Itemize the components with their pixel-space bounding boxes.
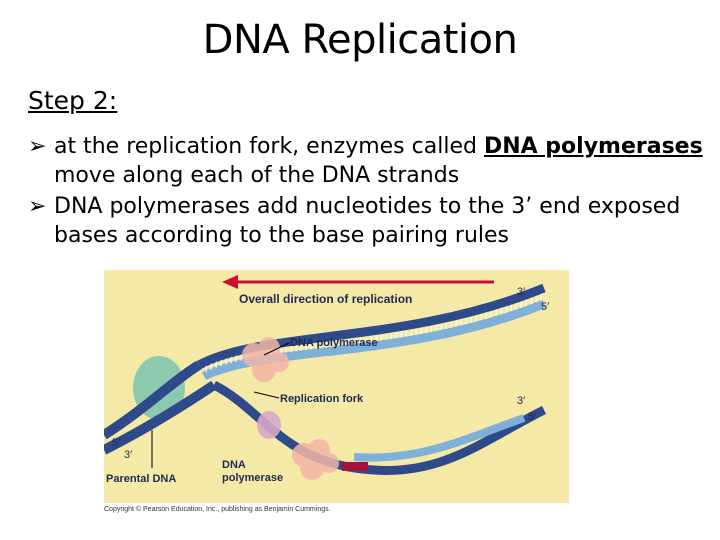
- leading-strand-template: [196, 283, 546, 369]
- fork-label: Replication fork: [280, 393, 364, 405]
- polymerase-top-shape: [242, 337, 289, 382]
- arrow-bullet-icon: ➢: [28, 134, 47, 159]
- polymerase-bottom-label-1: DNA: [222, 459, 246, 471]
- step-heading: Step 2:: [28, 86, 118, 115]
- bullet-item-1: ➢ at the replication fork, enzymes calle…: [28, 132, 718, 190]
- polymerase-bottom-label-2: polymerase: [222, 472, 283, 484]
- leading-strand-new: [202, 299, 546, 381]
- end-top-3: 3′: [517, 286, 525, 298]
- rna-primer: [342, 462, 368, 471]
- parental-label: Parental DNA: [106, 473, 176, 485]
- bullet-item-2: ➢ DNA polymerases add nucleotides to the…: [28, 192, 718, 250]
- end-left-5: 5′: [112, 437, 120, 449]
- copyright-text: Copyright © Pearson Education, Inc., pub…: [104, 506, 331, 513]
- bullet-2-text: DNA polymerases add nucleotides to the 3…: [54, 194, 681, 248]
- arrow-bullet-icon: ➢: [28, 194, 47, 219]
- lagging-strand-new: [353, 414, 526, 462]
- clamp-shape: [257, 411, 281, 439]
- direction-label: Overall direction of replication: [239, 292, 412, 306]
- replication-fork-figure: Overall direction of replication DNA pol…: [104, 270, 569, 503]
- end-top-5: 5′: [541, 301, 549, 313]
- end-left-3: 3′: [124, 449, 132, 461]
- slide-title: DNA Replication: [202, 17, 518, 63]
- polymerase-top-label: DNA polymerase: [290, 337, 378, 349]
- bullet-list: ➢ at the replication fork, enzymes calle…: [28, 132, 718, 252]
- bullet-1-text-a: at the replication fork, enzymes called: [54, 134, 484, 159]
- bullet-1-text-b: move along each of the DNA strands: [54, 163, 460, 188]
- direction-arrow: [222, 275, 494, 289]
- end-mid-5: 5′: [528, 411, 536, 423]
- polymerase-bottom-shape: [292, 439, 339, 480]
- leading-rungs: [202, 293, 546, 373]
- lagging-strand-template: [211, 380, 547, 475]
- end-mid-3: 3′: [517, 395, 525, 407]
- parental-strand-top: [104, 360, 202, 440]
- parental-strand-bottom: [104, 380, 217, 455]
- bullet-1-bold-term: DNA polymerases: [483, 134, 703, 159]
